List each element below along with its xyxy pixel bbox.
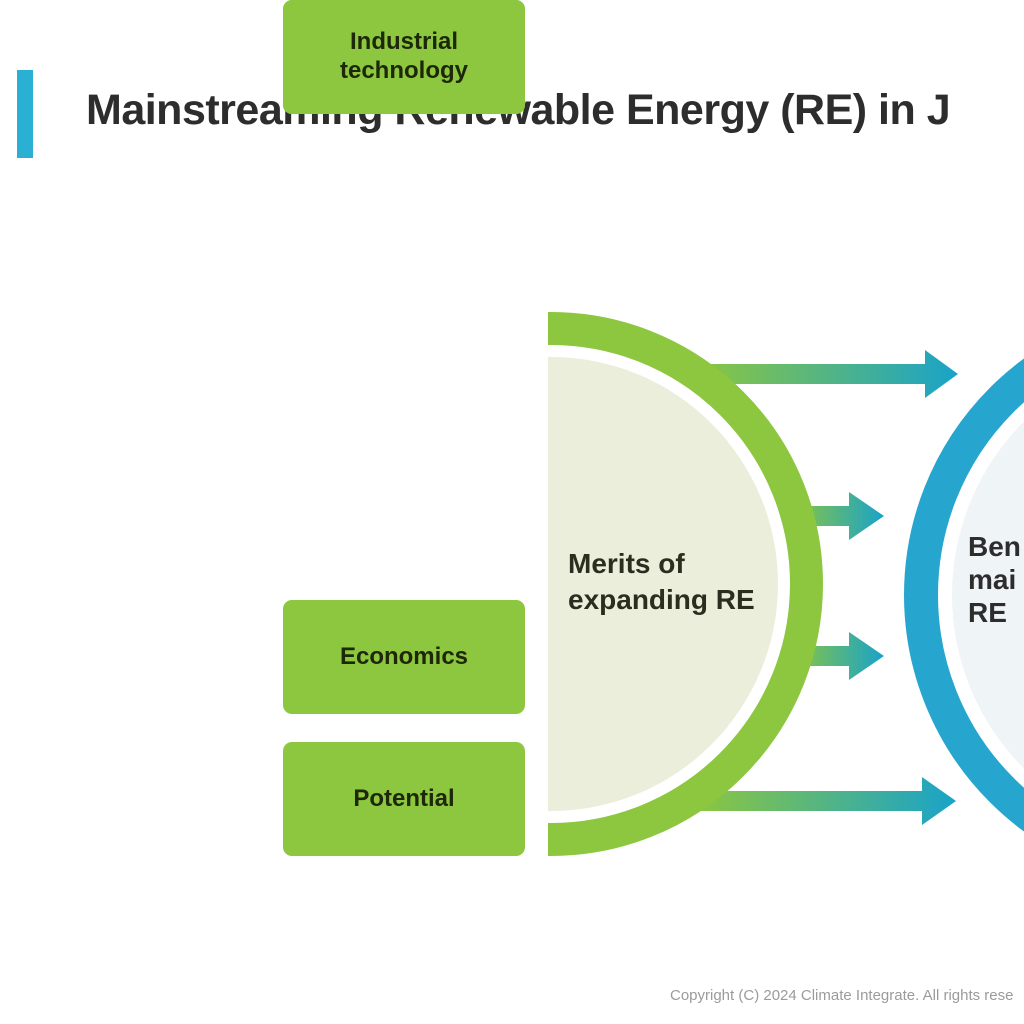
- copyright-text: Copyright (C) 2024 Climate Integrate. Al…: [670, 987, 1014, 1004]
- merits-circle-fill: [548, 357, 778, 811]
- factor-box-economics: Economics: [283, 600, 525, 714]
- factor-label: Industrial technology: [339, 28, 468, 84]
- benefits-circle-ring: [904, 358, 1024, 832]
- benefits-circle-label: Ben mai RE: [968, 531, 1021, 628]
- factor-box-industrial-technology: Industrial technology: [283, 0, 525, 114]
- merits-circle-label: Merits of expanding RE: [568, 548, 755, 615]
- factor-label: Economics: [339, 642, 469, 670]
- flow-arrow-top: [695, 350, 958, 398]
- flow-arrow-lower-middle: [790, 632, 884, 680]
- merits-circle-ring: [548, 312, 823, 856]
- flow-arrow-upper-middle: [790, 492, 884, 540]
- flow-arrow-bottom: [695, 777, 956, 825]
- title-accent-bar: [17, 70, 33, 158]
- benefits-circle-fill: [952, 421, 1024, 769]
- factor-box-potential: Potential: [283, 742, 525, 856]
- factor-label: Potential: [353, 784, 455, 812]
